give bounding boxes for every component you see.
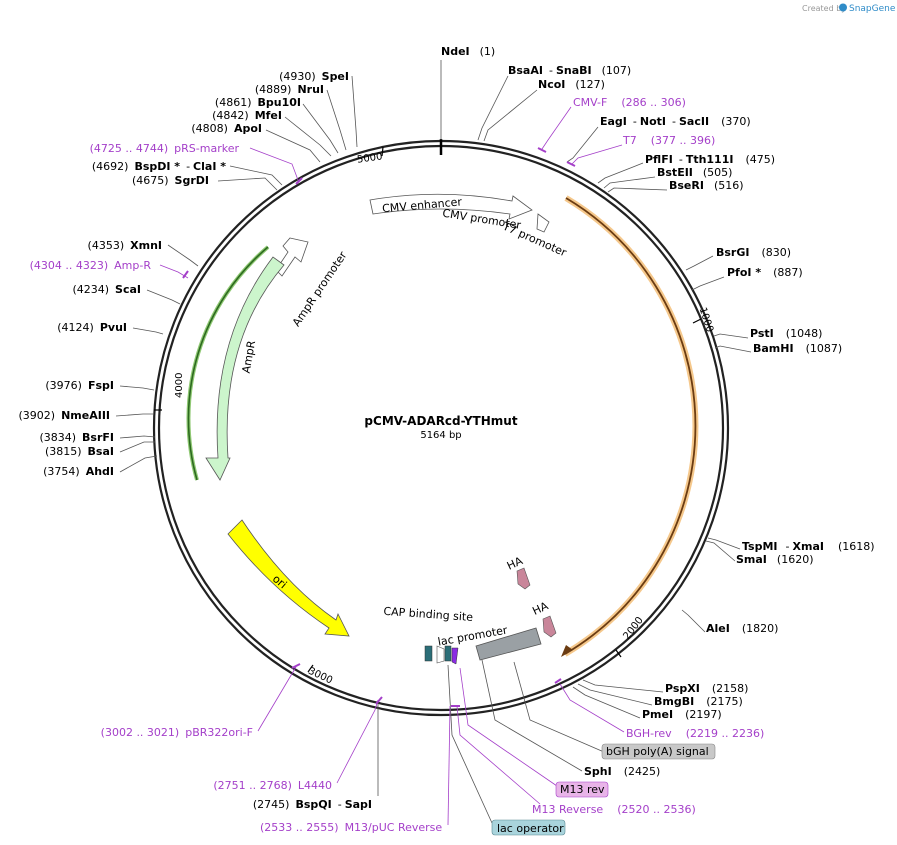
primer-amp-r[interactable]: (4304 .. 4323)Amp-R	[30, 259, 152, 272]
site-alei[interactable]: AleI(1820)	[706, 622, 778, 635]
primer-m13-puc-reverse[interactable]: (2533 .. 2555)M13/pUC Reverse	[260, 821, 442, 834]
site-spei[interactable]: (4930)SpeI	[279, 70, 349, 83]
lac-operator-box[interactable]	[424, 645, 433, 662]
primer-m13-reverse[interactable]: M13 Reverse(2520 .. 2536)	[532, 803, 696, 816]
site-fspi[interactable]: (3976)FspI	[45, 379, 114, 392]
site-eagi-noti-sacii[interactable]: EagI-NotI-SacII(370)	[600, 115, 751, 128]
lac-promoter-arrow[interactable]	[475, 627, 542, 661]
site-ndei[interactable]: NdeI(1)	[441, 45, 495, 58]
site-scai[interactable]: (4234)ScaI	[72, 283, 141, 296]
site-ahdi[interactable]: (3754)AhdI	[43, 465, 114, 478]
lac-operator-pill[interactable]	[491, 819, 566, 836]
primer-t7[interactable]: T7(377 .. 396)	[622, 134, 715, 147]
site-pfoi[interactable]: PfoI *(887)	[727, 266, 803, 279]
site-bsrgi[interactable]: BsrGI(830)	[716, 246, 791, 259]
site-sgrdi[interactable]: (4675)SgrDI	[132, 174, 209, 187]
insert-arc-arrowhead	[561, 645, 573, 657]
bgh-polya-pill[interactable]	[601, 743, 716, 760]
leader-lines	[115, 60, 752, 826]
site-xmni[interactable]: (4353)XmnI	[88, 239, 162, 252]
site-pflfi-tth111i[interactable]: PflFI-Tth111I(475)	[645, 153, 775, 166]
plasmid-size: 5164 bp	[420, 430, 461, 441]
ampr-label: AmpR	[240, 339, 259, 374]
site-pspxi[interactable]: PspXI(2158)	[665, 682, 748, 695]
created-by-text: Created by	[802, 4, 846, 13]
t7-promoter-label: T7 promoter	[500, 219, 569, 259]
site-pmei[interactable]: PmeI(2197)	[642, 708, 722, 721]
primer-pbr322ori-f[interactable]: (3002 .. 3021)pBR322ori-F	[101, 726, 253, 739]
site-bspqi-sapi[interactable]: (2745)BspQI-SapI	[253, 798, 372, 811]
site-sphi[interactable]: SphI(2425)	[584, 765, 660, 778]
site-bsteii[interactable]: BstEII(505)	[657, 166, 732, 179]
t7-promoter-arrow[interactable]	[536, 213, 550, 233]
ampr-arrow[interactable]	[205, 256, 285, 481]
m13-rev-label: M13 rev	[560, 783, 605, 796]
cap-binding-site-label: CAP binding site	[383, 605, 474, 624]
lac-box-2[interactable]	[444, 645, 452, 662]
primer-bgh-rev[interactable]: BGH-rev(2219 .. 2236)	[626, 727, 764, 740]
ampr-promoter-label: AmpR promoter	[290, 249, 350, 329]
site-nrui[interactable]: (4889)NruI	[255, 83, 324, 96]
ha-tag-1[interactable]	[516, 567, 531, 590]
tick-label-5000: 5000	[356, 151, 383, 165]
site-bsrfi[interactable]: (3834)BsrFI	[39, 431, 114, 444]
site-ncoi[interactable]: NcoI(127)	[538, 78, 605, 91]
lac-operator-label: lac operator	[497, 822, 564, 835]
site-bmgbi[interactable]: BmgBI(2175)	[654, 695, 743, 708]
tick-label-2000: 2000	[621, 615, 645, 642]
cap-site-arrow[interactable]	[436, 645, 445, 664]
site-apoi[interactable]: (4808)ApoI	[191, 122, 262, 135]
site-tspmi-xmai[interactable]: TspMI-XmaI(1618)	[742, 540, 875, 553]
site-bspdi-clai[interactable]: (4692)BspDI *-ClaI *	[92, 160, 226, 173]
site-bamhi[interactable]: BamHI(1087)	[753, 342, 842, 355]
ori-arrow[interactable]	[227, 519, 350, 637]
primer-prs-marker[interactable]: (4725 .. 4744)pRS-marker	[90, 142, 240, 155]
site-smai[interactable]: SmaI(1620)	[736, 553, 813, 566]
site-bpu10i[interactable]: (4861)Bpu10I	[215, 96, 301, 109]
site-bsaai-snabi[interactable]: BsaAI-SnaBI(107)	[508, 64, 631, 77]
plasmid-name: pCMV-ADARcd-YTHmut	[364, 414, 517, 428]
backbone-outer-ring	[152, 139, 730, 717]
bgh-polya-label: bGH poly(A) signal	[606, 745, 709, 758]
tick-label-4000: 4000	[174, 373, 185, 398]
primer-l4440[interactable]: (2751 .. 2768)L4440	[213, 779, 332, 792]
site-psti[interactable]: PstI(1048)	[750, 327, 822, 340]
primer-cmv-f[interactable]: CMV-F(286 .. 306)	[573, 96, 686, 109]
ampr-outer-line[interactable]	[187, 246, 269, 481]
ha-label-2: HA	[530, 599, 550, 618]
ampr-promoter-arrow[interactable]	[275, 237, 309, 277]
ha-tag-2[interactable]	[542, 615, 557, 638]
cmv-enhancer-arrow[interactable]	[369, 193, 533, 220]
site-pvui[interactable]: (4124)PvuI	[57, 321, 127, 334]
tick-marks	[154, 146, 702, 673]
site-mfei[interactable]: (4842)MfeI	[212, 109, 282, 122]
site-nmeaiii[interactable]: (3902)NmeAIII	[19, 409, 111, 422]
snapgene-logo-icon	[839, 3, 847, 12]
site-bseri[interactable]: BseRI(516)	[669, 179, 744, 192]
m13-rev-pill[interactable]	[555, 781, 609, 798]
insert-arc[interactable]	[564, 197, 697, 655]
snapgene-brand: SnapGene	[849, 4, 896, 14]
m13-rev-marker[interactable]	[451, 647, 459, 665]
ha-label-1: HA	[505, 554, 525, 573]
site-bsai[interactable]: (3815)BsaI	[45, 445, 114, 458]
